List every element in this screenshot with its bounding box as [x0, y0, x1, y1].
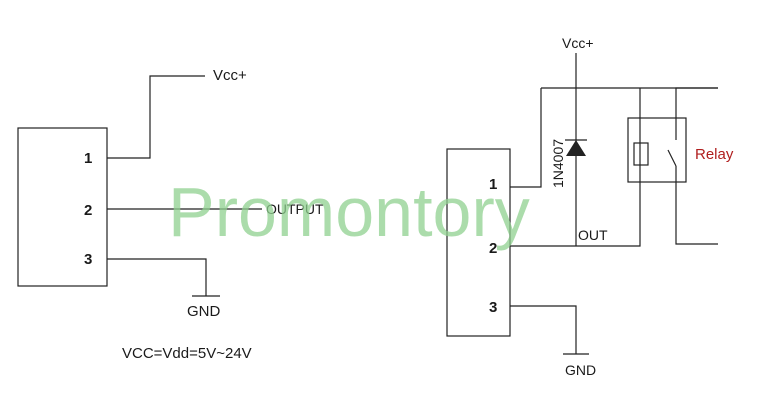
relay: Relay [627, 87, 734, 245]
right-gnd-label: GND [565, 362, 596, 378]
left-vcc-label: Vcc+ [213, 67, 247, 84]
left-pin-3-label: 3 [84, 251, 92, 268]
left-circuit: Vcc+ OUTPUT GND 1 2 3 VCC=Vdd=5V~24V [17, 67, 324, 362]
left-gnd-wire [107, 258, 207, 296]
right-pin-1-label: 1 [489, 176, 497, 193]
relay-load-bottom-wire [675, 182, 718, 245]
relay-switch-arm [667, 149, 677, 167]
relay-label: Relay [695, 146, 734, 163]
right-out-label: OUT [578, 227, 608, 243]
diode-label: 1N4007 [550, 139, 566, 188]
right-pin1-wire [510, 88, 542, 188]
watermark-text: Promontory [168, 173, 530, 251]
diode-1n4007: 1N4007 [550, 139, 587, 188]
relay-coil [633, 142, 649, 166]
right-vcc-label: Vcc+ [562, 35, 594, 51]
left-output-label: OUTPUT [266, 201, 324, 217]
left-gnd-label: GND [187, 303, 221, 320]
left-vcc-wire [107, 75, 205, 159]
supply-voltage-note: VCC=Vdd=5V~24V [122, 345, 252, 362]
right-out-wire [510, 88, 641, 247]
right-circuit: Vcc+ OUT 1N4007 Relay GND [446, 35, 734, 378]
left-pin-1-label: 1 [84, 150, 92, 167]
left-pin-2-label: 2 [84, 202, 92, 219]
right-pin-3-label: 3 [489, 299, 497, 316]
right-gnd-wire [510, 305, 577, 354]
relay-box [627, 117, 687, 183]
relay-load-top-wire [675, 87, 718, 118]
right-pin-2-label: 2 [489, 240, 497, 257]
left-sensor-body [17, 127, 108, 287]
right-sensor-body [446, 148, 511, 337]
diode-symbol [566, 140, 586, 156]
